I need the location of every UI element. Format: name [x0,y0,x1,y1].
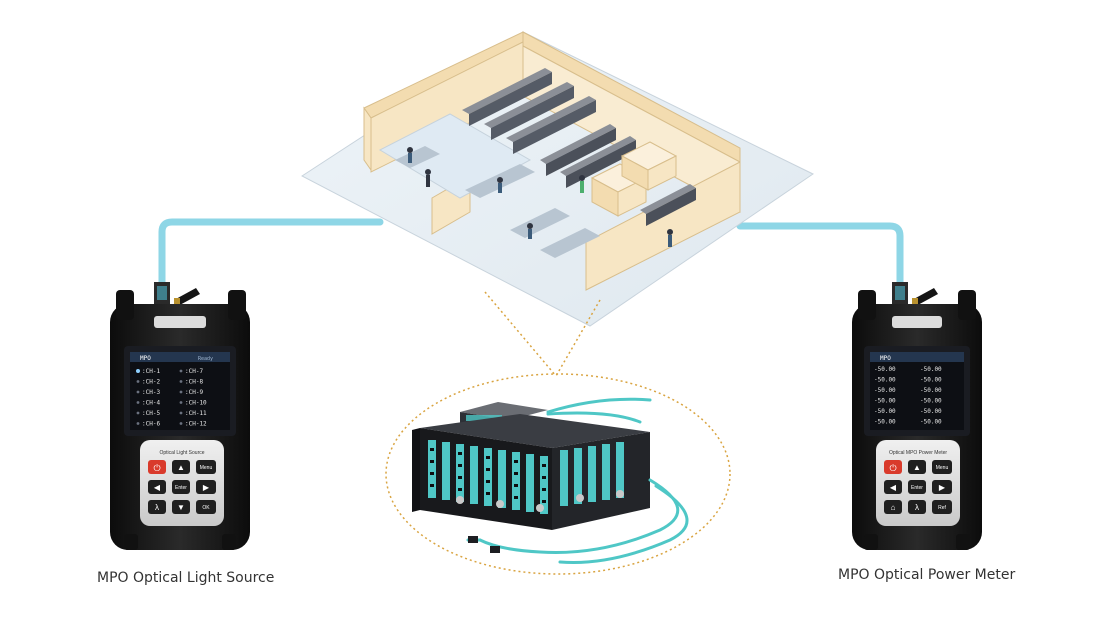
device-screen [130,352,230,430]
arrow-right-icon: ▶ [203,483,210,492]
power-icon: ⏻ [889,463,896,473]
light-source-caption: MPO Optical Light Source [97,570,275,586]
fiber-link-right [736,222,904,294]
power-reading: -50.00 [920,366,942,373]
server-racks [462,68,696,226]
right-button[interactable] [196,480,216,494]
power-reading: -50.00 [920,398,942,405]
channel-label: :CH-11 [185,410,207,417]
channel-label: :CH-8 [185,379,203,386]
enter-button[interactable] [172,480,190,494]
right-button[interactable] [932,480,952,494]
channel-indicator-icon [136,380,140,383]
zoom-connector [385,291,731,575]
ref-button[interactable] [932,500,952,514]
lambda-button[interactable] [148,500,166,514]
power-reading: -50.00 [920,419,942,426]
panel-label: Optical Light Source [159,450,204,456]
channel-indicator-icon [136,390,140,394]
workstations [395,146,673,258]
panel-label: Optical MPO Power Meter [889,450,947,456]
channel-label: :CH-4 [142,400,160,407]
channel-indicator-icon [179,380,183,383]
arrow-left-icon: ◀ [890,483,897,492]
ref-label: Ref [938,505,946,511]
channel-label: :CH-1 [142,368,160,375]
channel-label: :CH-7 [185,368,203,375]
channel-indicator-icon [179,422,183,425]
channel-indicator-icon [179,401,183,404]
channel-indicator-icon [179,411,183,415]
power-reading: -50.00 [920,387,942,394]
power-button[interactable] [148,460,166,474]
power-reading: -50.00 [920,408,942,415]
channel-label: :CH-2 [142,379,160,386]
lambda-label: λ [915,503,919,512]
power-reading: -50.00 [874,366,896,373]
lambda-button[interactable] [908,500,926,514]
menu-label: Menu [936,465,949,471]
ok-button[interactable] [196,500,216,514]
arrow-right-icon: ▶ [939,483,946,492]
arrow-up-icon: ▲ [177,463,185,472]
lock-button[interactable] [884,500,902,514]
left-button[interactable] [148,480,166,494]
lock-icon: ⌂ [891,503,896,512]
fiber-link-left [158,218,384,294]
menu-button[interactable] [932,460,952,474]
channel-indicator-icon [136,369,140,373]
channel-indicator-icon [136,401,140,404]
screen-title: MPO [140,355,151,362]
screen-title: MPO [880,355,891,362]
menu-button[interactable] [196,460,216,474]
mpo-fiber-enclosure [412,397,689,564]
screen-mode: Ready [198,356,213,362]
mpo-power-meter-device: MPO -50.00 -50.00 -50.00 -50.00 -50.00 -50.00… [852,282,982,550]
power-reading: -50.00 [874,377,896,384]
power-reading: -50.00 [874,398,896,405]
channel-label: :CH-12 [185,421,207,428]
antenna-icon [912,288,938,306]
enter-button[interactable] [908,480,926,494]
power-reading: -50.00 [874,408,896,415]
arrow-down-icon: ▼ [177,503,185,512]
channel-indicator-icon [179,390,183,394]
storage-units [590,141,678,217]
lambda-label: λ [155,503,159,512]
power-button[interactable] [884,460,902,474]
channel-indicator-icon [136,422,140,425]
mpo-light-source-device: MPO Ready :CH-1 :CH-7 :CH-2 :CH-8 :CH-3 :CH-9… [110,282,250,550]
channel-indicator-icon [136,411,140,415]
down-button[interactable] [172,500,190,514]
enter-label: Enter [911,485,923,491]
arrow-up-icon: ▲ [913,463,921,472]
power-reading: -50.00 [874,387,896,394]
menu-label: Menu [200,465,213,471]
up-button[interactable] [172,460,190,474]
antenna-icon [174,288,200,306]
power-reading: -50.00 [874,419,896,426]
left-button[interactable] [884,480,902,494]
channel-label: :CH-3 [142,389,160,396]
channel-label: :CH-5 [142,410,160,417]
channel-label: :CH-10 [185,400,207,407]
ok-label: OK [202,505,210,511]
channel-indicator-icon [179,369,183,373]
arrow-left-icon: ◀ [154,483,161,492]
power-reading: -50.00 [920,377,942,384]
channel-label: :CH-6 [142,421,160,428]
up-button[interactable] [908,460,926,474]
enter-label: Enter [175,485,187,491]
device-screen [870,352,964,430]
channel-label: :CH-9 [185,389,203,396]
power-icon: ⏻ [153,463,160,473]
data-center-floorplan [301,31,814,327]
power-meter-caption: MPO Optical Power Meter [838,567,1016,583]
